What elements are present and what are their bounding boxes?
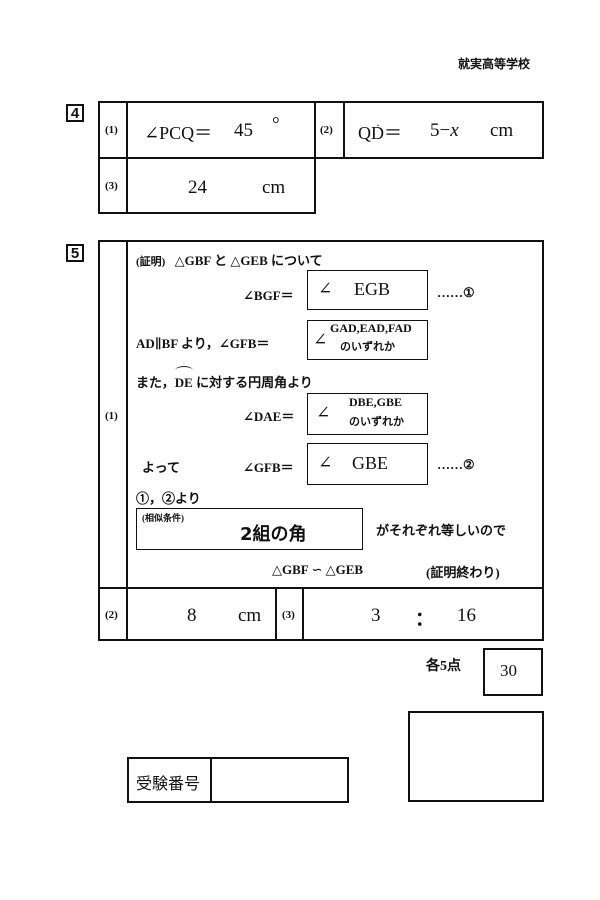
row5-ref: ……② — [437, 457, 475, 472]
q5-p2-unit: cm — [238, 605, 262, 626]
q4-p1-expr: ∠PCQ＝ — [144, 123, 213, 143]
proof-end: (証明終わり) — [426, 565, 500, 580]
row4-answer: DBE,GBE — [349, 395, 403, 409]
conclusion: △GBF ∽ △GEB — [272, 562, 364, 577]
exam-number-divider — [210, 757, 212, 803]
q5-p2-value: 8 — [187, 605, 197, 626]
condition-answer: 2組の角 — [240, 524, 307, 545]
q4-p3-unit: cm — [262, 177, 286, 198]
q5-p1-label: (1) — [105, 410, 118, 422]
q5-p2-label: (2) — [105, 609, 118, 621]
question-5-number: 5 — [66, 244, 84, 262]
row1-angle: ∠ — [318, 279, 333, 298]
question-4-number: 4 — [66, 104, 84, 122]
exam-number-box[interactable] — [127, 757, 349, 803]
row2-answer-box — [307, 320, 428, 360]
q4-p2-label: (2) — [320, 124, 333, 136]
row4-answer-box — [307, 393, 428, 435]
row4-angle: ∠ — [316, 403, 331, 422]
subtotal-value: 30 — [500, 661, 517, 680]
q5-p3-a: 3 — [371, 605, 381, 626]
q5-p3-label: (3) — [282, 609, 295, 621]
total-score-box — [408, 711, 544, 802]
q4-p3-value: 24 — [188, 177, 207, 198]
row2-answer: GAD,EAD,FAD — [330, 321, 412, 335]
row2-note: のいずれか — [340, 341, 395, 353]
q4-p2-value: 5−x — [430, 120, 459, 141]
row2-pre: AD∥BF より，∠GFB＝ — [136, 336, 270, 351]
row5-answer-box — [307, 443, 428, 485]
q4-p1-unit: ° — [272, 114, 280, 135]
row2-angle: ∠ — [313, 330, 328, 349]
q4-p2-eq: ＝ — [384, 123, 402, 143]
row3: また，DE に対する円周角より — [136, 366, 313, 391]
arc-de: DE — [174, 366, 193, 391]
q4-p3-label: (3) — [105, 180, 118, 192]
exam-number-label: 受験番号 — [136, 774, 201, 793]
q4-p2-d: D· — [371, 118, 384, 143]
q5-p3-colon: ： — [415, 609, 435, 630]
school-name: 就実高等学校 — [458, 57, 531, 71]
condition-tag: (相似条件) — [142, 513, 184, 523]
row1-lhs: ∠BGF＝ — [243, 288, 294, 303]
q4-p2-expr: QD·＝ — [358, 118, 402, 145]
row1-ref: ……① — [437, 285, 475, 300]
q4-p1-value: 45 — [234, 120, 253, 141]
proof-head: (証明) — [136, 256, 166, 268]
row5-therefore: よって — [142, 460, 180, 475]
q4-p2-unit: cm — [490, 120, 514, 141]
row5-angle: ∠ — [318, 453, 333, 472]
row1-answer: EGB — [354, 279, 390, 299]
q5-p3-b: 16 — [457, 605, 476, 626]
proof-intro: (証明) △GBF と △GEB について — [136, 253, 323, 268]
dot-accent: · — [376, 118, 380, 132]
row5-answer: GBE — [352, 453, 388, 473]
arc-icon — [174, 366, 193, 375]
row4-lhs: ∠DAE＝ — [243, 409, 295, 424]
scoring-note: 各5点 — [426, 659, 461, 674]
subtotal-box — [483, 648, 543, 696]
condition-box — [136, 508, 363, 550]
row5-lhs: ∠GFB＝ — [243, 460, 294, 475]
row6: ①，②より — [136, 491, 201, 506]
row1-answer-box — [307, 270, 428, 310]
q4-p2-q: Q — [358, 123, 371, 143]
row4-note: のいずれか — [349, 416, 404, 428]
condition-post: がそれぞれ等しいので — [376, 523, 507, 538]
q4-p1-label: (1) — [105, 124, 118, 136]
